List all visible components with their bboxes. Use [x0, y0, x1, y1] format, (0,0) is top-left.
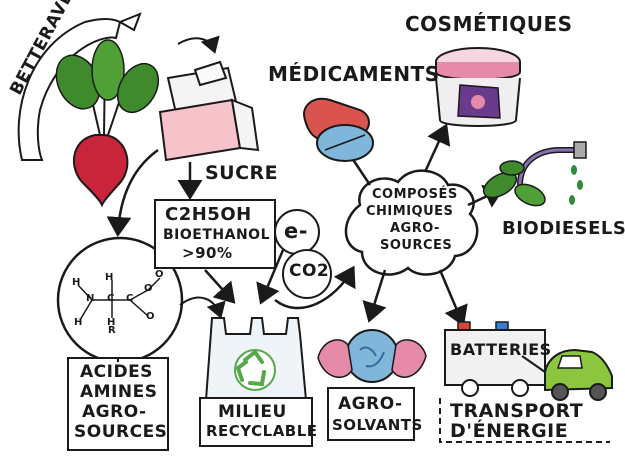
label-transport-2: D'ÉNERGIE [450, 420, 569, 442]
hands-globe-icon [317, 329, 427, 383]
atom-h1: H [72, 277, 81, 288]
label-central-3: AGRO- [390, 221, 440, 236]
label-central-2: CHIMIQUES [366, 204, 454, 219]
label-electron: e- [284, 219, 308, 243]
label-central-1: COMPOSÉS [372, 187, 458, 202]
fuel-hose-icon [482, 141, 587, 207]
transport-line [439, 398, 610, 443]
label-sucre: SUCRE [205, 162, 279, 184]
pill-icon [303, 97, 374, 162]
label-acides-4: SOURCES [74, 422, 168, 442]
atom-o1: O [155, 269, 165, 280]
beet-icon [55, 39, 160, 208]
label-acides-1: ACIDES [80, 362, 153, 382]
label-milieu-2: RECYCLABLE [206, 422, 318, 440]
label-ethanol-pct: >90% [182, 244, 233, 262]
label-agrosolvants-2: SOLVANTS [332, 416, 423, 434]
cosmetic-jar-icon [435, 47, 521, 127]
car-icon [544, 348, 613, 401]
label-ethanol-name: BIOETHANOL [163, 227, 270, 243]
label-acides-2: AMINES [80, 382, 158, 402]
label-biodiesels: BIODIESELS [502, 218, 625, 239]
label-batteries: BATTERIES [450, 340, 552, 359]
atom-c1: C [107, 293, 115, 304]
label-cosmetiques: COSMÉTIQUES [405, 12, 573, 36]
atom-o2: O [144, 283, 154, 294]
recycle-bottles-icon [204, 317, 308, 401]
atom-c2: C [126, 293, 134, 304]
atom-h4: H [74, 317, 83, 328]
betterave-banner [17, 12, 142, 161]
co2-circle [282, 249, 332, 299]
battery-truck-icon [444, 321, 546, 397]
milieu-box [199, 397, 313, 447]
label-ethanol-formula: C2H5OH [165, 204, 252, 225]
molecule-icon [56, 236, 184, 364]
atom-r: R [108, 325, 117, 336]
label-central-4: SOURCES [380, 238, 453, 253]
atom-h2: H [105, 272, 114, 283]
label-co2: CO2 [289, 261, 330, 281]
central-cloud [344, 169, 479, 276]
sugar-cubes-icon [158, 35, 260, 162]
atom-o3: O [146, 311, 156, 322]
label-acides-3: AGRO- [82, 402, 147, 422]
agrosolvants-box [327, 387, 415, 441]
label-transport-1: TRANSPORT [450, 400, 584, 422]
atom-n: N [86, 293, 95, 304]
label-agrosolvants-1: AGRO- [338, 394, 403, 414]
atom-h3: H [107, 317, 116, 328]
label-milieu-1: MILIEU [218, 402, 287, 422]
label-medicaments: MÉDICAMENTS [268, 62, 440, 86]
